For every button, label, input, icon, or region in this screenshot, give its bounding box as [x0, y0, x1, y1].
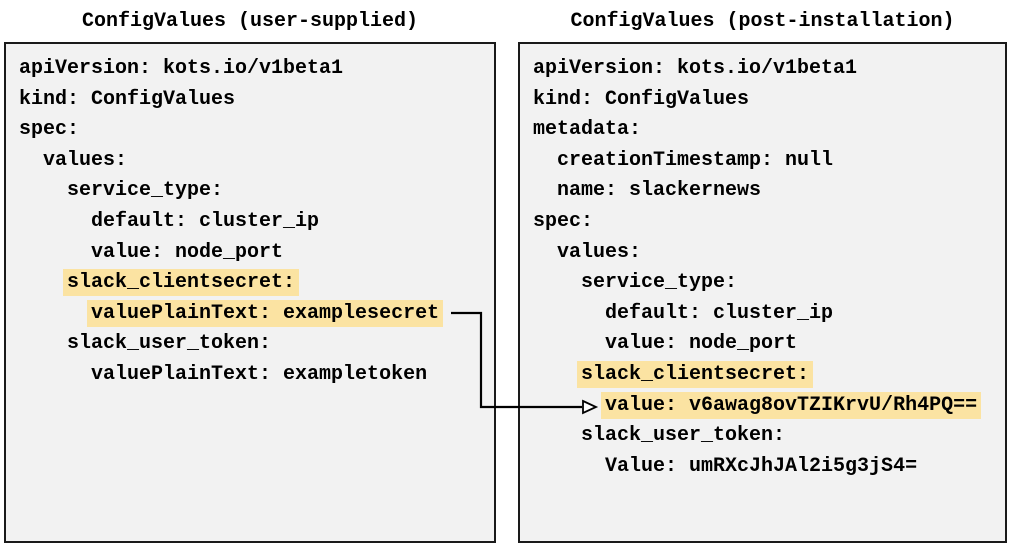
code-text: spec:	[533, 209, 594, 233]
highlighted-code-text: value: v6awag8ovTZIKrvU/Rh4PQ==	[601, 391, 982, 419]
highlighted-code-text: valuePlainText: examplesecret	[87, 299, 444, 327]
code-line: slack_clientsecret:	[533, 360, 1005, 391]
code-line: valuePlainText: exampletoken	[19, 360, 494, 391]
code-line: service_type:	[19, 176, 494, 207]
code-line: metadata:	[533, 115, 1005, 146]
code-line: apiVersion: kots.io/v1beta1	[533, 54, 1005, 85]
code-line: apiVersion: kots.io/v1beta1	[19, 54, 494, 85]
code-text: apiVersion: kots.io/v1beta1	[533, 57, 858, 80]
code-line: spec:	[19, 115, 494, 146]
code-text: Value: umRXcJhJAl2i5g3jS4=	[605, 454, 918, 478]
code-text: kind: ConfigValues	[533, 87, 750, 111]
code-text: value: node_port	[91, 240, 284, 264]
code-line: value: v6awag8ovTZIKrvU/Rh4PQ==	[533, 391, 1005, 422]
code-text: values:	[43, 148, 128, 172]
code-line: default: cluster_ip	[533, 299, 1005, 330]
code-line: value: node_port	[533, 329, 1005, 360]
code-text: valuePlainText: exampletoken	[91, 362, 428, 386]
code-line: kind: ConfigValues	[19, 85, 494, 116]
code-line: spec:	[533, 207, 1005, 238]
post-installation-config-panel: apiVersion: kots.io/v1beta1 kind: ConfigV…	[518, 42, 1007, 543]
post-installation-config-code: apiVersion: kots.io/v1beta1 kind: ConfigV…	[520, 44, 1005, 482]
code-text: values:	[557, 240, 642, 264]
code-text: service_type:	[581, 271, 738, 295]
code-text: slack_user_token:	[581, 424, 786, 448]
highlighted-code-text: slack_clientsecret:	[63, 269, 300, 297]
code-text: metadata:	[533, 118, 642, 142]
code-line: valuePlainText: examplesecret	[19, 299, 494, 330]
code-text: default: cluster_ip	[605, 301, 834, 325]
code-line: Value: umRXcJhJAl2i5g3jS4=	[533, 452, 1005, 483]
code-line: name: slackernews	[533, 176, 1005, 207]
code-text: default: cluster_ip	[91, 209, 320, 233]
code-line: slack_clientsecret:	[19, 268, 494, 299]
highlighted-code-text: slack_clientsecret:	[577, 360, 814, 388]
code-line: creationTimestamp: null	[533, 146, 1005, 177]
code-line: slack_user_token:	[533, 421, 1005, 452]
code-text: slack_user_token:	[67, 332, 272, 356]
code-line: default: cluster_ip	[19, 207, 494, 238]
user-supplied-config-panel: apiVersion: kots.io/v1beta1 kind: ConfigV…	[4, 42, 496, 543]
code-line: slack_user_token:	[19, 329, 494, 360]
right-panel-title: ConfigValues (post-installation)	[570, 10, 955, 33]
code-text: value: node_port	[605, 332, 798, 356]
code-text: spec:	[19, 118, 80, 142]
code-text: creationTimestamp: null	[557, 148, 834, 172]
left-panel-title: ConfigValues (user-supplied)	[81, 10, 419, 33]
code-line: kind: ConfigValues	[533, 85, 1005, 116]
code-text: kind: ConfigValues	[19, 87, 236, 111]
code-text: name: slackernews	[557, 179, 762, 203]
code-text: service_type:	[67, 179, 224, 203]
code-text: apiVersion: kots.io/v1beta1	[19, 57, 344, 80]
code-line: values:	[533, 238, 1005, 269]
code-line: value: node_port	[19, 238, 494, 269]
code-line: values:	[19, 146, 494, 177]
user-supplied-config-code: apiVersion: kots.io/v1beta1 kind: ConfigV…	[6, 44, 494, 391]
code-line: service_type:	[533, 268, 1005, 299]
